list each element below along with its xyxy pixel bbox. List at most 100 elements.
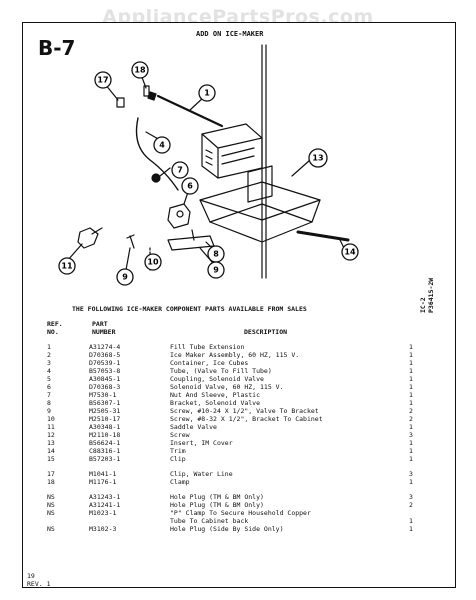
saddle-valve-stem bbox=[91, 227, 103, 235]
part-quantity: 1 bbox=[409, 375, 413, 383]
callout-circle bbox=[308, 148, 328, 168]
part-description: Trim bbox=[170, 447, 186, 455]
part-ref: 1 bbox=[47, 343, 51, 351]
leader-7 bbox=[159, 167, 171, 177]
part-quantity: 1 bbox=[409, 359, 413, 367]
leader-9 bbox=[125, 247, 131, 271]
part-description: Hole Plug (TM & BM Only) bbox=[170, 501, 264, 509]
column-part: PART NUMBER bbox=[92, 320, 115, 336]
part-number: D70368-3 bbox=[89, 383, 121, 391]
column-ref-line: REF. bbox=[47, 320, 63, 328]
part-quantity: 1 bbox=[409, 447, 413, 455]
part-description: Saddle Valve bbox=[170, 423, 217, 431]
trim-strip bbox=[296, 230, 350, 242]
part-ref: NS bbox=[47, 501, 55, 509]
part-description: Fill Tube Extension bbox=[170, 343, 245, 351]
ice-container-rim bbox=[199, 181, 321, 221]
part-number: M2510-17 bbox=[89, 415, 121, 423]
ice-container-inner bbox=[209, 203, 313, 223]
solenoid-valve bbox=[167, 203, 191, 229]
part-ref: NS bbox=[47, 493, 55, 501]
water-tube bbox=[135, 117, 179, 191]
part-quantity: 1 bbox=[409, 343, 413, 351]
part-number: M1176-1 bbox=[89, 478, 117, 486]
fill-tube-extension bbox=[156, 94, 224, 128]
part-ref: 15 bbox=[47, 455, 55, 463]
ice-container-divider bbox=[247, 165, 273, 203]
callout-10: 10 bbox=[147, 258, 159, 267]
part-quantity: 1 bbox=[409, 455, 413, 463]
part-description: Hole Plug (TM & BM Only) bbox=[170, 493, 264, 501]
part-number: A30348-1 bbox=[89, 423, 121, 431]
bracket-stem bbox=[191, 229, 195, 241]
part-number: A31274-4 bbox=[89, 343, 121, 351]
ice-container-body bbox=[199, 199, 321, 243]
part-description: Screw, #8-32 X 1/2", Bracket To Cabinet bbox=[170, 415, 323, 423]
part-ref: 7 bbox=[47, 391, 51, 399]
part-number: M1041-1 bbox=[89, 470, 117, 478]
part-ref: 11 bbox=[47, 423, 55, 431]
part-ref: 17 bbox=[47, 470, 55, 478]
part-description: Ice Maker Assembly, 60 HZ, 115 V. bbox=[170, 351, 300, 359]
part-number: M7530-1 bbox=[89, 391, 117, 399]
part-description: Clip, Water Line bbox=[170, 470, 233, 478]
part-number: B56624-1 bbox=[89, 439, 121, 447]
part-quantity: 2 bbox=[409, 501, 413, 509]
ice-maker-body bbox=[201, 123, 263, 179]
column-description: DESCRIPTION bbox=[244, 328, 287, 336]
part-ref: 5 bbox=[47, 375, 51, 383]
clamp bbox=[143, 85, 150, 97]
column-description-label: DESCRIPTION bbox=[244, 328, 288, 336]
part-quantity: 1 bbox=[409, 351, 413, 359]
part-description: Screw bbox=[170, 431, 190, 439]
part-ref: NS bbox=[47, 525, 55, 533]
part-quantity: 1 bbox=[409, 478, 413, 486]
part-quantity: 1 bbox=[409, 367, 413, 375]
part-description: Nut And Sleeve, Plastic bbox=[170, 391, 261, 399]
part-quantity: 1 bbox=[409, 517, 413, 525]
callout-circle bbox=[131, 61, 149, 79]
part-number: B57203-1 bbox=[89, 455, 121, 463]
revision: REV. 1 bbox=[27, 580, 51, 588]
table-row: 17 M1041-1 Clip, Water Line 3 bbox=[0, 470, 476, 478]
part-description: Solenoid Valve, 60 HZ, 115 V. bbox=[170, 383, 284, 391]
part-ref: 18 bbox=[47, 478, 55, 486]
callout-circle bbox=[207, 261, 225, 279]
part-description: Clamp bbox=[170, 478, 190, 486]
part-quantity: 3 bbox=[409, 470, 413, 478]
part-quantity: 1 bbox=[409, 525, 413, 533]
callout-18: 18 bbox=[134, 66, 146, 75]
part-quantity: 1 bbox=[409, 383, 413, 391]
part-ref: 12 bbox=[47, 431, 55, 439]
part-ref: 3 bbox=[47, 359, 51, 367]
part-description: Screw, #10-24 X 1/2", Valve To Bracket bbox=[170, 407, 319, 415]
page-number: 19 bbox=[27, 572, 35, 580]
part-number: A31241-1 bbox=[89, 501, 121, 509]
callout-circle bbox=[94, 71, 112, 89]
callout-14: 14 bbox=[344, 248, 356, 257]
part-quantity: 1 bbox=[409, 399, 413, 407]
part-number: M1023-1 bbox=[89, 509, 117, 517]
water-line-clip bbox=[116, 97, 125, 108]
part-quantity: 2 bbox=[409, 415, 413, 423]
saddle-valve bbox=[77, 227, 99, 249]
part-quantity: 1 bbox=[409, 439, 413, 447]
callout-circle bbox=[153, 136, 171, 154]
part-ref: 9 bbox=[47, 407, 51, 415]
ice-maker-top-edge bbox=[201, 133, 263, 149]
part-number: A31243-1 bbox=[89, 493, 121, 501]
callout-circle bbox=[144, 253, 162, 271]
part-description: Bracket, Solenoid Valve bbox=[170, 399, 261, 407]
page-code: B-7 bbox=[38, 36, 76, 60]
table-row: 18 M1176-1 Clamp 1 bbox=[0, 478, 476, 486]
callout-9-right: 9 bbox=[213, 266, 219, 275]
callout-circle bbox=[116, 268, 134, 286]
